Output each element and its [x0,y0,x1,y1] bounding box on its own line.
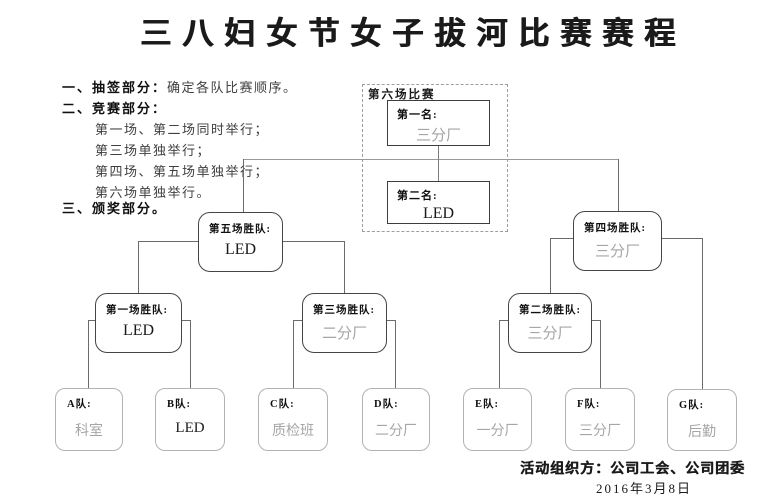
team-c-name: 质检班 [272,424,314,439]
page-title: 三八妇女节女子拔河比赛赛程 [140,16,686,51]
note-item1-label: 一、抽签部分： [62,80,168,95]
note-item1-text: 确定各队比赛顺序。 [167,80,298,95]
team-box-d: D队: 二分厂 [362,388,430,451]
match2-winner-label: 第二场胜队: [519,305,581,316]
match2-winner-box: 第二场胜队: 三分厂 [508,293,592,353]
team-a-label: A队: [67,399,92,410]
match3-winner-box: 第三场胜队: 二分厂 [302,293,387,353]
team-f-name: 三分厂 [579,424,621,439]
bracket-line-team-g-riser [702,238,703,389]
team-box-a: A队: 科室 [55,388,123,451]
bracket-line-final-horizontal [243,159,619,160]
team-g-name: 后勤 [688,425,716,440]
team-f-label: F队: [577,399,601,410]
note-line-7: 三、颁奖部分。 [62,198,167,217]
note-line-3: 第一场、第二场同时举行； [95,122,270,137]
first-place-label: 第一名: [397,109,438,121]
match5-winner-label: 第五场胜队: [209,224,271,235]
match1-winner-team: LED [122,322,155,339]
match3-winner-label: 第三场胜队: [313,305,375,316]
first-place-box: 第一名: 三分厂 [387,100,490,146]
team-d-name: 二分厂 [375,424,417,439]
match5-winner-box: 第五场胜队: LED [198,212,283,272]
match1-winner-box: 第一场胜队: LED [95,293,182,353]
bracket-line-match5-riser [243,159,244,213]
bracket-line-team-f-riser [600,320,601,388]
team-e-label: E队: [475,399,499,410]
second-place-team: LED [422,205,455,222]
team-c-label: C队: [270,399,295,410]
match3-winner-team: 二分厂 [321,326,367,342]
team-a-name: 科室 [75,424,103,439]
match4-winner-team: 三分厂 [594,244,640,260]
final-group-label: 第六场比赛 [368,89,436,101]
team-b-name: LED [175,420,205,436]
bracket-line-match2-riser [550,238,551,294]
team-box-b: B队: LED [155,388,225,451]
team-b-label: B队: [167,399,191,410]
note-item3-label: 三、颁奖部分。 [62,201,168,216]
match4-winner-label: 第四场胜队: [584,223,646,234]
team-box-e: E队: 一分厂 [463,388,532,451]
match5-winner-team: LED [224,241,257,258]
note-item2-label: 二、竞赛部分： [62,101,168,116]
bracket-line-team-b-riser [190,320,191,388]
team-g-label: G队: [679,400,705,411]
bracket-line-final-connector [438,146,439,182]
organizer-text: 活动组织方：公司工会、公司团委 [520,462,745,477]
team-e-name: 一分厂 [476,424,519,439]
first-place-team: 三分厂 [415,128,461,144]
note-line-2: 二、竞赛部分： [62,98,167,117]
match4-winner-box: 第四场胜队: 三分厂 [573,211,662,271]
second-place-label: 第二名: [397,190,438,202]
bracket-line-match4-riser [618,159,619,212]
second-place-box: 第二名: LED [387,181,490,224]
note-line-5: 第四场、第五场单独举行； [95,164,270,179]
bracket-line-match3-riser [344,241,345,294]
team-d-label: D队: [374,399,399,410]
match2-winner-team: 三分厂 [527,326,573,342]
bracket-line-team-d-riser [395,320,396,388]
team-box-f: F队: 三分厂 [565,388,635,451]
bracket-line-match1-riser [138,241,139,294]
bracket-line-team-e-riser [499,320,500,388]
event-date: 2016年3月8日 [596,481,693,496]
bracket-line-team-c-riser [293,320,294,388]
team-box-g: G队: 后勤 [667,389,737,451]
note-line-1: 一、抽签部分：确定各队比赛顺序。 [62,77,298,96]
match1-winner-label: 第一场胜队: [106,305,168,316]
team-box-c: C队: 质检班 [258,388,328,451]
bracket-line-team-a-riser [88,320,89,388]
final-group-box [362,84,508,232]
note-line-6: 第六场单独举行。 [95,185,212,200]
note-line-4: 第三场单独举行； [95,143,212,158]
